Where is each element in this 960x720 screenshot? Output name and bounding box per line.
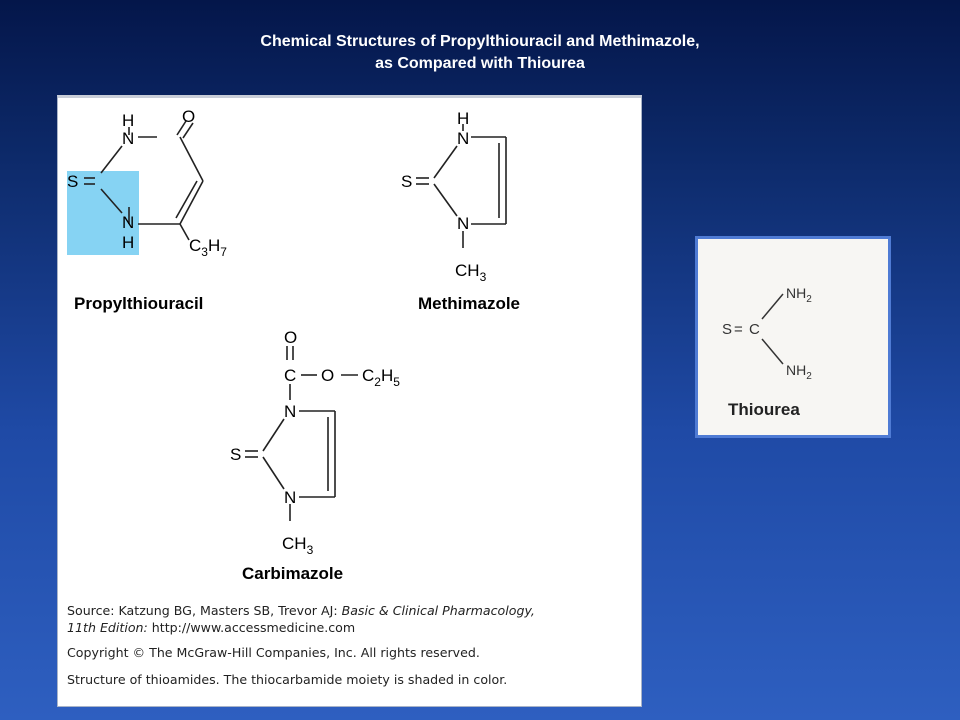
- pt-atom-s: S: [67, 172, 78, 191]
- methimazole-name: Methimazole: [418, 294, 520, 313]
- tu-amine-top: NH2: [786, 285, 812, 305]
- slide-title: Chemical Structures of Propylthiouracil …: [0, 31, 960, 75]
- source-prefix: Source: Katzung BG, Masters SB, Trevor A…: [67, 603, 342, 618]
- copyright-notice: Copyright © The McGraw-Hill Companies, I…: [67, 645, 480, 660]
- source-edition-line: 11th Edition: http://www.accessmedicine.…: [67, 620, 355, 635]
- pt-atom-n-bottom: N: [122, 213, 134, 232]
- source-url: http://www.accessmedicine.com: [147, 620, 356, 635]
- slide-title-line1: Chemical Structures of Propylthiouracil …: [260, 33, 700, 50]
- mt-methyl-group: CH3: [455, 261, 487, 284]
- mt-atom-h-top: H: [457, 109, 469, 128]
- propylthiouracil-name: Propylthiouracil: [74, 294, 203, 313]
- cm-ethyl-group: C2H5: [362, 366, 400, 389]
- thiourea-figure: S = C NH2 NH2 Thiourea: [695, 236, 891, 438]
- mt-atom-n-bottom: N: [457, 214, 469, 233]
- cm-atom-o-ester: O: [321, 366, 334, 385]
- pt-atom-h-bottom: H: [122, 233, 134, 252]
- tu-atom-c: C: [749, 321, 760, 338]
- cm-methyl-group: CH3: [282, 534, 314, 557]
- cm-atom-n-top: N: [284, 402, 296, 421]
- cm-atom-s: S: [230, 445, 241, 464]
- thiourea-drawing: S = C NH2 NH2 Thiourea: [722, 285, 812, 419]
- carbimazole-name: Carbimazole: [242, 564, 343, 583]
- pt-propyl-group: C3H7: [189, 236, 227, 259]
- pt-atom-o: O: [182, 107, 195, 126]
- tu-double-bond: =: [734, 321, 743, 338]
- cm-atom-n-bottom: N: [284, 488, 296, 507]
- tu-atom-s: S: [722, 321, 732, 338]
- pt-atom-n-top: N: [122, 129, 134, 148]
- mt-atom-s: S: [401, 172, 412, 191]
- cm-atom-c-carbonyl: C: [284, 366, 296, 385]
- figure-description: Structure of thioamides. The thiocarbami…: [67, 672, 508, 687]
- tu-amine-bottom: NH2: [786, 362, 812, 382]
- thioamides-figure: H O N S N H C3H7 Propylthiouracil: [57, 95, 642, 707]
- slide-title-line2: as Compared with Thiourea: [375, 55, 585, 72]
- source-edition: 11th Edition:: [67, 620, 148, 635]
- propylthiouracil-structure: H O N S N H C3H7 Propylthiouracil: [67, 107, 227, 313]
- mt-atom-n-top: N: [457, 129, 469, 148]
- methimazole-structure: H N S N CH3 Methimazole: [401, 109, 520, 313]
- source-book-title: Basic & Clinical Pharmacology,: [341, 603, 535, 618]
- structures-drawing: H O N S N H C3H7 Propylthiouracil: [67, 107, 520, 583]
- source-citation: Source: Katzung BG, Masters SB, Trevor A…: [67, 603, 535, 618]
- thiocarbamide-highlight: [67, 171, 139, 255]
- pt-atom-h-top: H: [122, 111, 134, 130]
- cm-atom-o-top: O: [284, 328, 297, 347]
- thiourea-name: Thiourea: [728, 400, 800, 419]
- carbimazole-structure: O C O C2H5 N S N CH3 Carbimazole: [230, 328, 400, 583]
